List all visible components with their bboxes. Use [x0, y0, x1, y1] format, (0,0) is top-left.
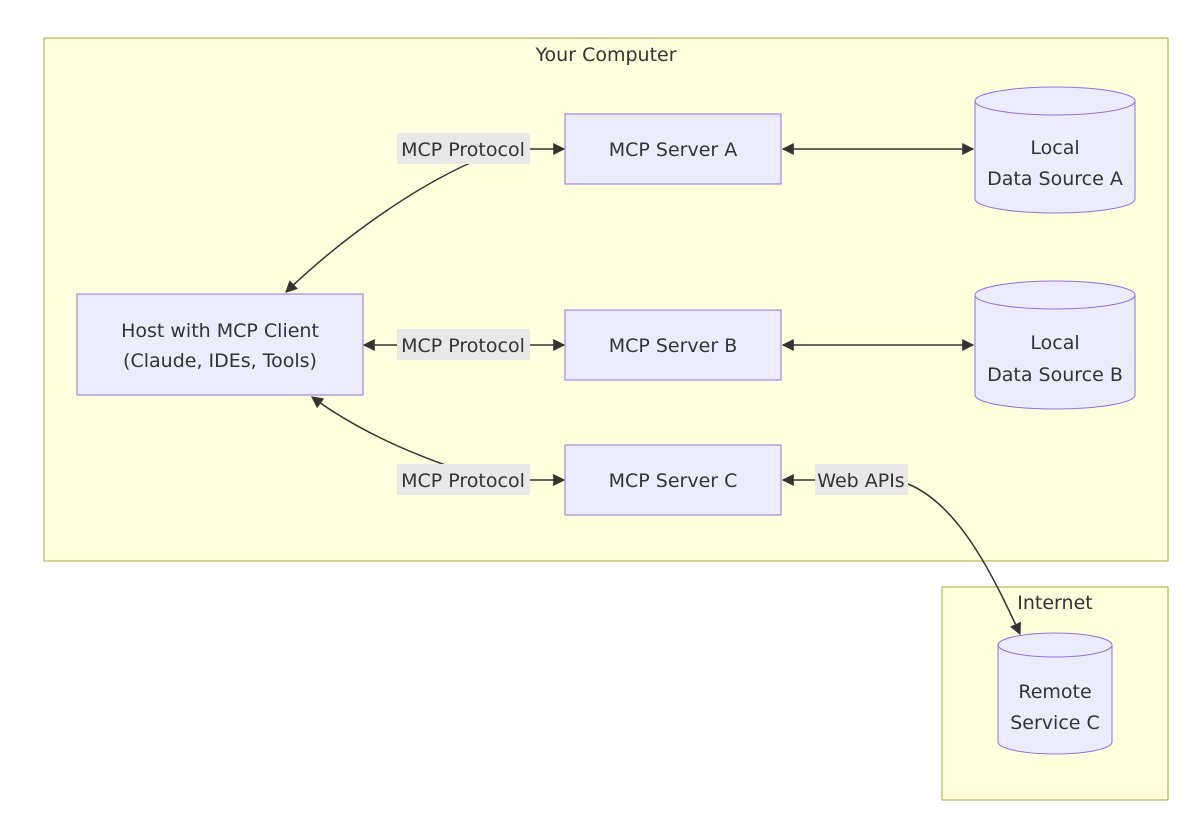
node-data-a-line2: Data Source A: [987, 168, 1123, 190]
edge-label-host-c-text: MCP Protocol: [401, 470, 525, 492]
node-mcp-server-a[interactable]: MCP Server A: [564, 113, 782, 185]
edge-host-server-a: [285, 143, 566, 293]
node-data-a-line1: Local: [1030, 137, 1079, 159]
node-server-c-label: MCP Server C: [609, 470, 738, 492]
edge-label-web-apis-text: Web APIs: [817, 470, 904, 492]
edge-server-c-remote-curve: [907, 483, 1021, 636]
node-host-line2: (Claude, IDEs, Tools): [123, 350, 317, 372]
edge-label-host-b: MCP Protocol: [397, 329, 530, 360]
edge-label-host-a-text: MCP Protocol: [401, 139, 525, 161]
node-local-data-source-a[interactable]: Local Data Source A: [974, 86, 1136, 214]
node-remote-c-line2: Service C: [1010, 712, 1100, 734]
node-mcp-server-c[interactable]: MCP Server C: [564, 444, 782, 516]
node-host-mcp-client[interactable]: Host with MCP Client (Claude, IDEs, Tool…: [76, 293, 364, 396]
edge-host-server-a-curve: [285, 162, 471, 293]
node-remote-c-line1: Remote: [1018, 681, 1091, 703]
edge-server-c-remote: [781, 474, 1021, 636]
node-remote-service-c[interactable]: Remote Service C: [997, 632, 1113, 755]
node-local-data-source-b[interactable]: Local Data Source B: [974, 280, 1136, 410]
node-data-b-line1: Local: [1030, 332, 1079, 354]
cluster-internet-label: Internet: [1017, 592, 1092, 614]
edge-label-web-apis: Web APIs: [815, 464, 908, 495]
node-server-a-label: MCP Server A: [609, 139, 738, 161]
edge-host-server-c-curve: [311, 396, 461, 471]
edge-label-host-b-text: MCP Protocol: [401, 335, 525, 357]
node-mcp-server-b[interactable]: MCP Server B: [564, 309, 782, 381]
edge-host-server-c: [311, 396, 566, 486]
cluster-your-computer-label: Your Computer: [534, 44, 676, 66]
cluster-internet: Internet: [941, 586, 1169, 801]
node-data-b-line2: Data Source B: [987, 364, 1123, 386]
edge-label-host-a: MCP Protocol: [397, 133, 530, 164]
edge-label-host-c: MCP Protocol: [397, 464, 530, 495]
node-server-b-label: MCP Server B: [609, 335, 738, 357]
node-host-line1: Host with MCP Client: [121, 320, 319, 342]
